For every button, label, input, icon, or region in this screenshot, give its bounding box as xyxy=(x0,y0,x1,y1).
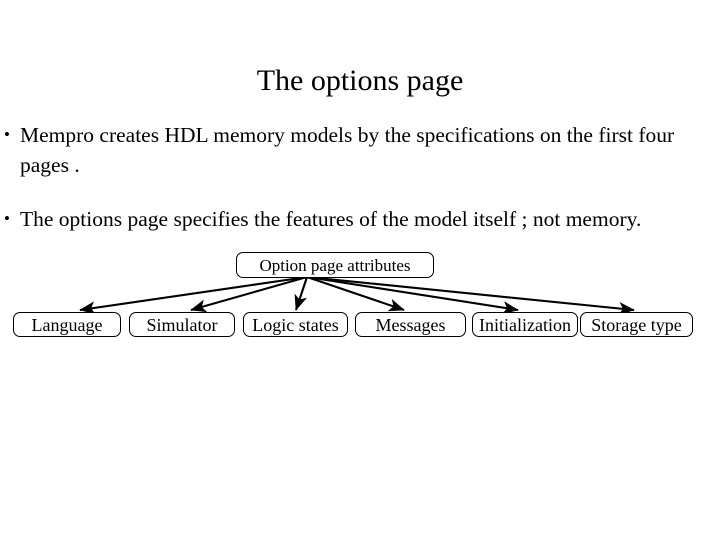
node-option-page-attributes[interactable]: Option page attributes xyxy=(236,252,434,278)
page-title: The options page xyxy=(256,64,464,97)
node-simulator[interactable]: Simulator xyxy=(129,312,235,337)
arrow-to-simulator xyxy=(190,275,308,313)
node-logic-states[interactable]: Logic states xyxy=(243,312,348,337)
node-initialization[interactable]: Initialization xyxy=(472,312,578,337)
bullet-marker-icon: • xyxy=(4,209,10,228)
node-storage-type[interactable]: Storage type xyxy=(580,312,693,337)
node-messages[interactable]: Messages xyxy=(355,312,466,337)
arrow-to-logic-states xyxy=(294,276,308,311)
bullet-item-1: • Mempro creates HDL memory models by the… xyxy=(4,120,716,180)
arrow-to-messages xyxy=(306,276,405,312)
bullet-item-2: • The options page specifies the features… xyxy=(4,204,716,234)
bullet-marker-icon: • xyxy=(4,125,10,144)
arrow-to-initialization xyxy=(306,275,519,315)
arrow-to-storage-type xyxy=(306,275,635,315)
node-language[interactable]: Language xyxy=(13,312,121,337)
arrow-to-language xyxy=(79,275,308,315)
bullet-text-2: The options page specifies the features … xyxy=(20,207,642,231)
bullet-text-1: Mempro creates HDL memory models by the … xyxy=(20,123,675,177)
